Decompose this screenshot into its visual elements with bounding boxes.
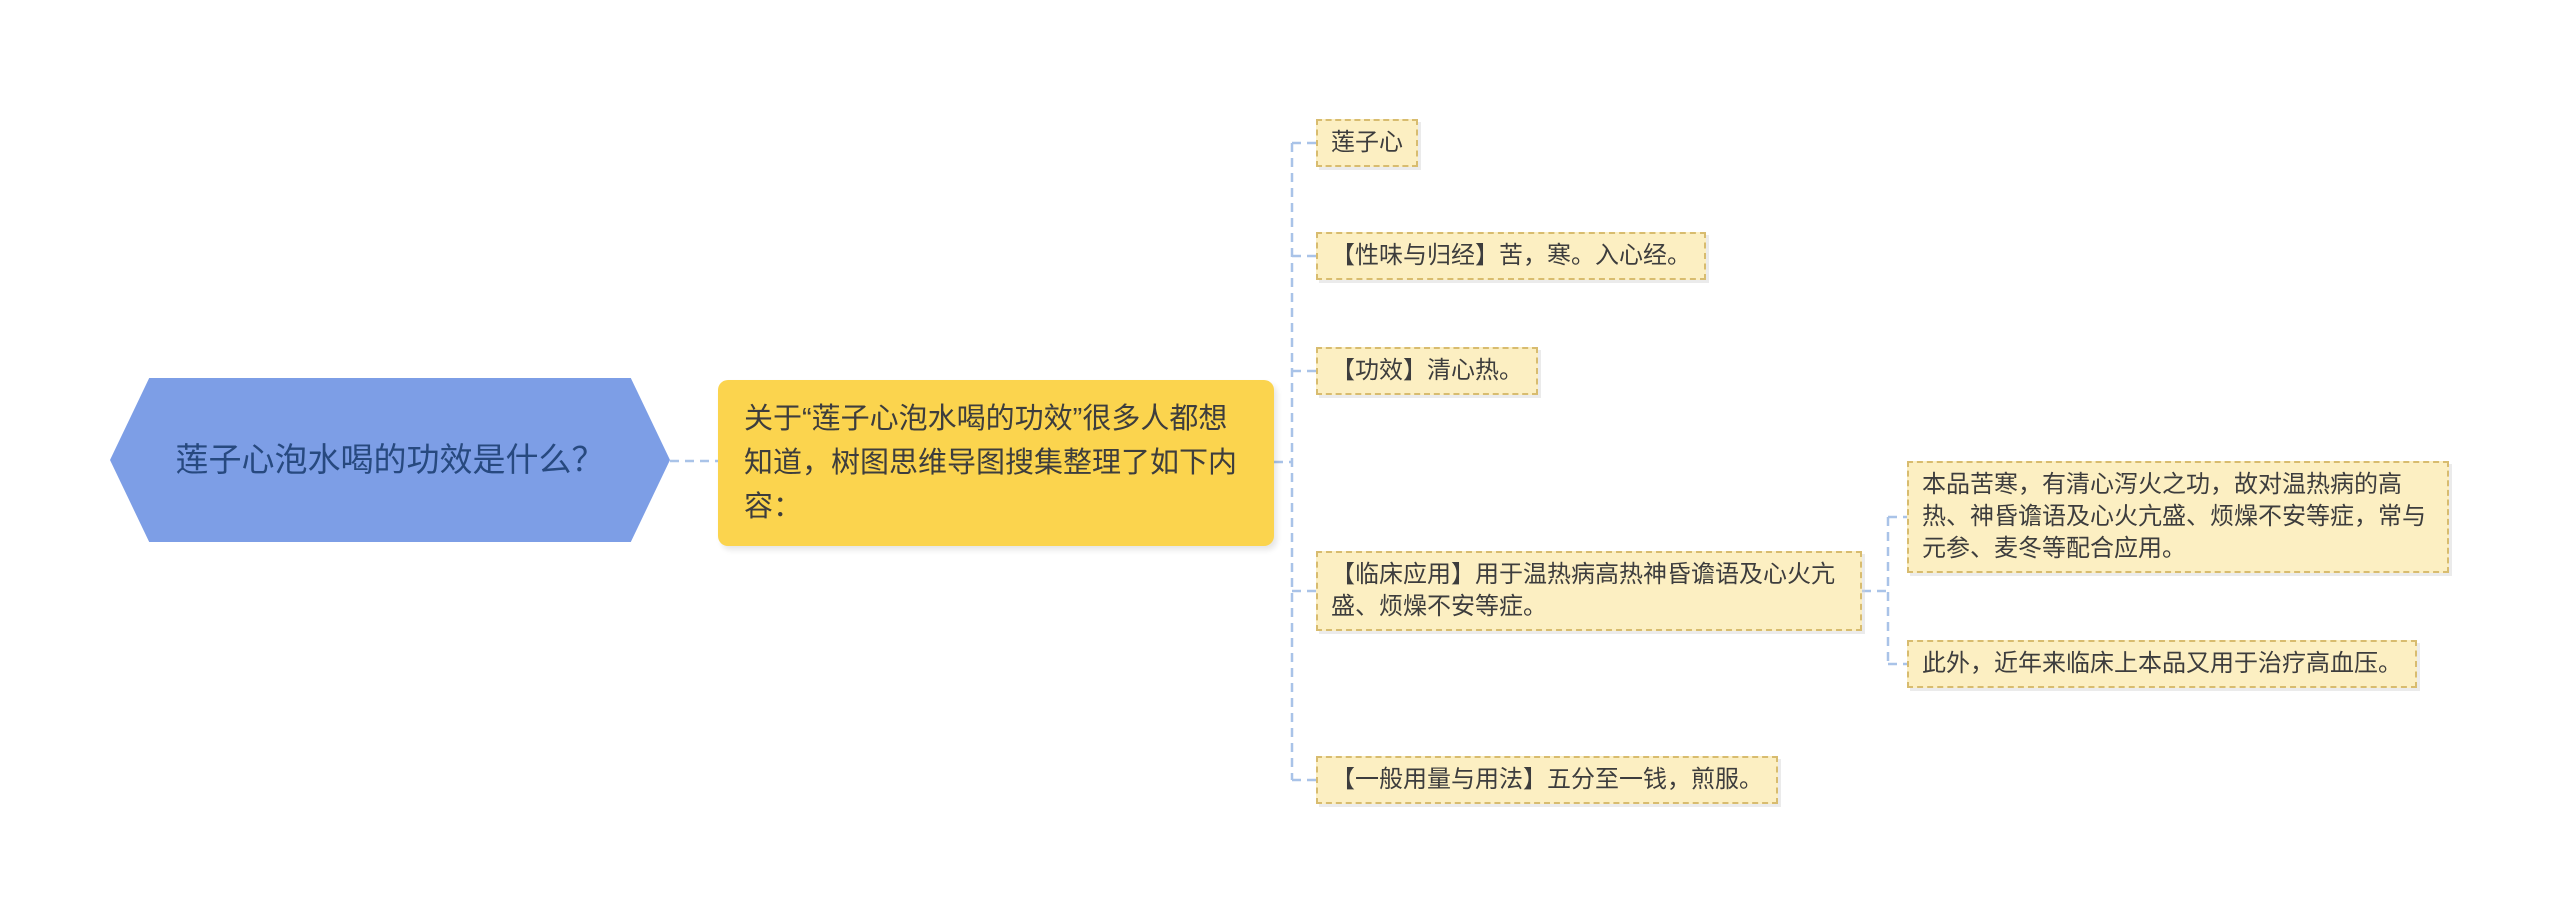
branch-node-label: 【临床应用】用于温热病高热神昏谵语及心火亢盛、烦燥不安等症。 <box>1331 561 1835 620</box>
branch-node-gongxiao[interactable]: 【功效】清心热。 <box>1316 347 1538 395</box>
subbranch-node-label: 此外，近年来临床上本品又用于治疗高血压。 <box>1922 650 2402 677</box>
intro-node[interactable]: 关于“莲子心泡水喝的功效”很多人都想知道，树图思维导图搜集整理了如下内容： <box>718 380 1274 547</box>
intro-node-label: 关于“莲子心泡水喝的功效”很多人都想知道，树图思维导图搜集整理了如下内容： <box>744 403 1238 524</box>
branch-node-xingwei-guijing[interactable]: 【性味与归经】苦，寒。入心经。 <box>1316 232 1706 280</box>
branch-node-label: 【一般用量与用法】五分至一钱，煎服。 <box>1331 766 1763 793</box>
root-node-label: 莲子心泡水喝的功效是什么？ <box>175 441 605 479</box>
branch-node-label: 【性味与归经】苦，寒。入心经。 <box>1331 242 1691 269</box>
branch-node-yongliang-yongfa[interactable]: 【一般用量与用法】五分至一钱，煎服。 <box>1316 756 1778 804</box>
root-node[interactable]: 莲子心泡水喝的功效是什么？ <box>110 378 670 542</box>
branch-node-lianzixin[interactable]: 莲子心 <box>1316 119 1418 167</box>
subbranch-node-gaoxueya[interactable]: 此外，近年来临床上本品又用于治疗高血压。 <box>1907 640 2417 688</box>
branch-to-subbranches-connector <box>1862 515 1907 666</box>
branch-node-linchuang-yingyong[interactable]: 【临床应用】用于温热病高热神昏谵语及心火亢盛、烦燥不安等症。 <box>1316 551 1862 631</box>
branch-node-label: 莲子心 <box>1331 129 1403 156</box>
subbranch-node-label: 本品苦寒，有清心泻火之功，故对温热病的高热、神昏谵语及心火亢盛、烦燥不安等症，常… <box>1922 471 2426 562</box>
branch-node-label: 【功效】清心热。 <box>1331 357 1523 384</box>
subbranch-node-qingxin-xiehuo[interactable]: 本品苦寒，有清心泻火之功，故对温热病的高热、神昏谵语及心火亢盛、烦燥不安等症，常… <box>1907 461 2449 573</box>
intro-to-branches-connector <box>1274 141 1316 782</box>
